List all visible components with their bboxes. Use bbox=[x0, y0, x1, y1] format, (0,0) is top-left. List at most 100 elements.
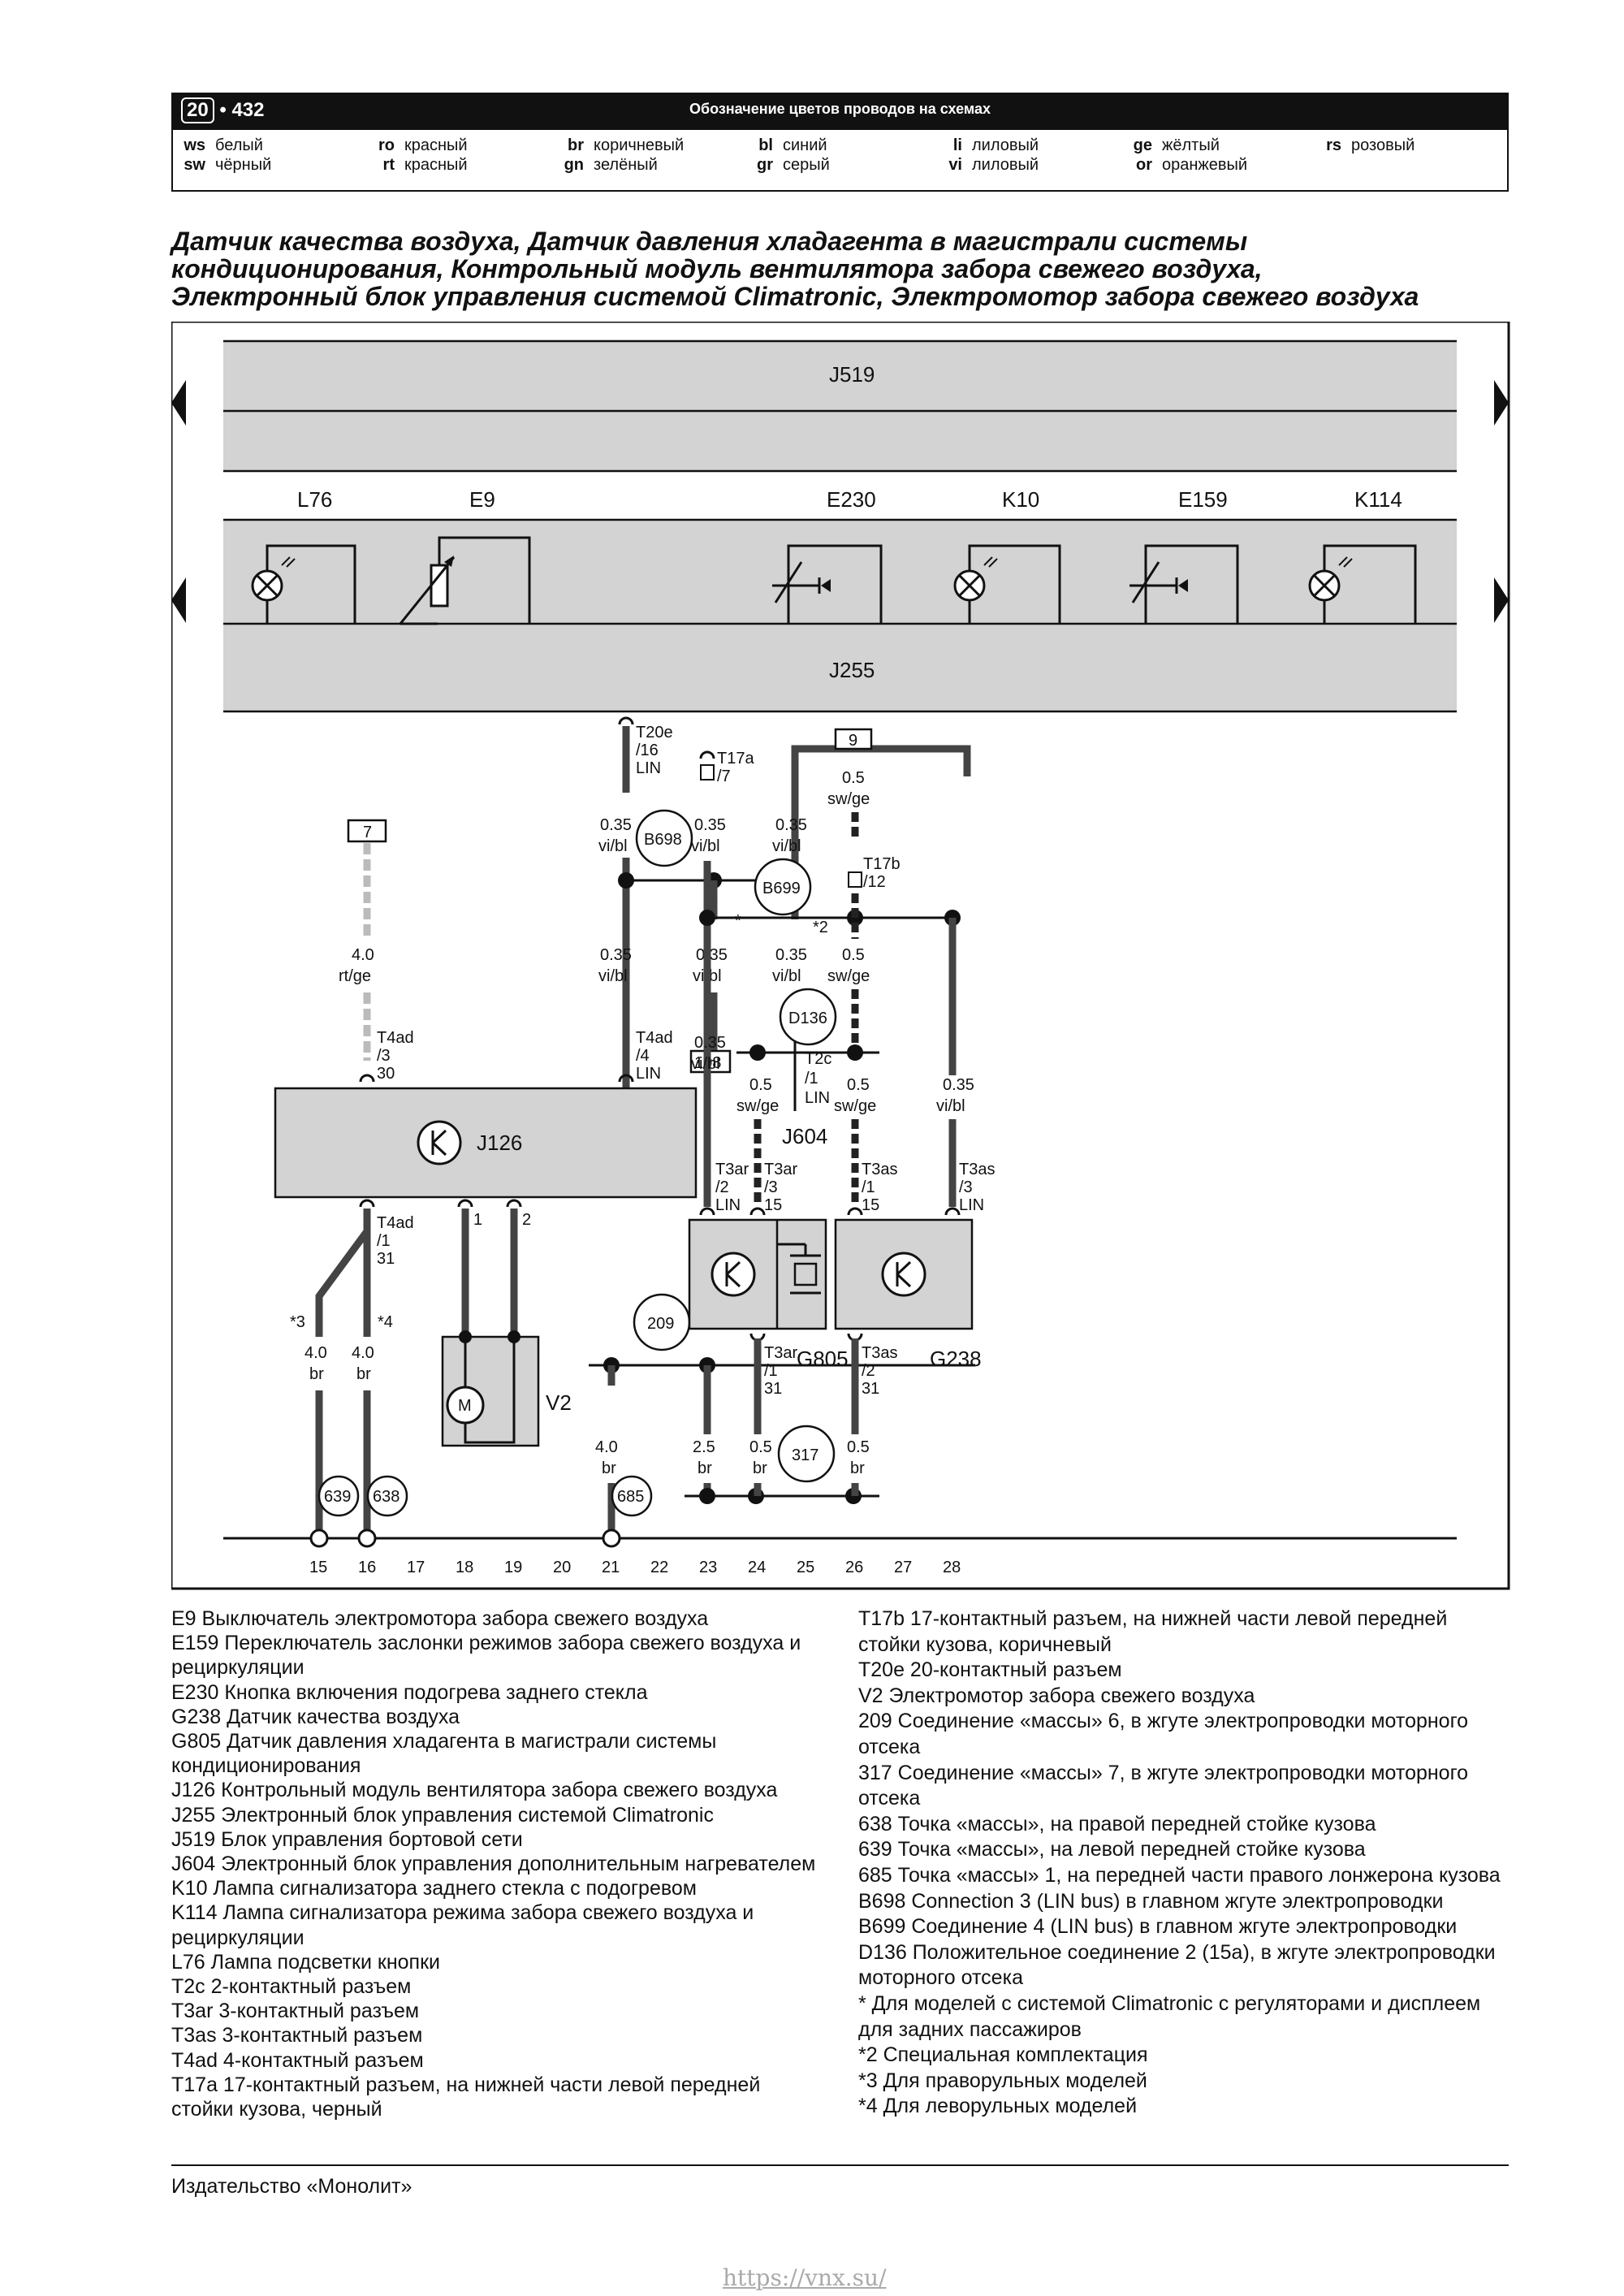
color-name: лиловый bbox=[972, 156, 1039, 174]
label-t3ar2: T3ar bbox=[715, 1161, 749, 1178]
color-code: gr bbox=[757, 156, 773, 174]
label-t3as3-pin: /3 bbox=[959, 1178, 973, 1196]
wire-size: 4.0 bbox=[352, 946, 374, 964]
color-name: зелёный bbox=[594, 156, 658, 174]
legend-item: *4 Для леворульных моделей bbox=[858, 2095, 1138, 2118]
legend-item: T3as 3-контактный разъем bbox=[171, 2024, 423, 2047]
legend-item: J255 Электронный блок управления системо… bbox=[171, 1803, 714, 1827]
wire-color: br bbox=[356, 1365, 371, 1383]
legend-item: J126 Контрольный модуль вентилятора забо… bbox=[171, 1779, 778, 1802]
label-t4ad4-pin: /4 bbox=[636, 1047, 650, 1065]
label-t3as2: T3as bbox=[862, 1344, 897, 1362]
label-v2: V2 bbox=[546, 1390, 572, 1415]
wire-size: 0.5 bbox=[847, 1438, 870, 1456]
wire-size: 0.5 bbox=[847, 1076, 870, 1094]
label-e230: E230 bbox=[827, 487, 876, 512]
label-pin-1: 1 bbox=[473, 1211, 482, 1229]
label-t3ar2-pin: /2 bbox=[715, 1178, 729, 1196]
legend-item: J519 Блок управления бортовой сети bbox=[171, 1827, 523, 1851]
label-t3as3-lin: LIN bbox=[959, 1196, 984, 1214]
label-t3ar3: T3ar bbox=[764, 1161, 797, 1178]
grid-number: 26 bbox=[845, 1559, 863, 1576]
legend-item: T4ad 4-контактный разъем bbox=[171, 2048, 424, 2072]
button-e230-icon bbox=[772, 544, 883, 624]
legend-item: L76 Лампа подсветки кнопки bbox=[171, 1950, 440, 1974]
label-d136: D136 bbox=[788, 1010, 827, 1027]
watermark-url: https://vnx.su/ bbox=[723, 2264, 887, 2291]
wire-color: sw/ge bbox=[827, 790, 870, 808]
label-g238: G238 bbox=[930, 1347, 982, 1371]
color-code: gn bbox=[564, 156, 584, 174]
legend-item: * Для моделей с системой Climatronic с р… bbox=[858, 1991, 1481, 2041]
unit-j519: J519 bbox=[223, 339, 1457, 473]
color-name: красный bbox=[404, 156, 468, 174]
connection-b698 bbox=[635, 809, 693, 867]
pressure-sensor-icon bbox=[793, 1262, 818, 1286]
footnote-marker: *3 bbox=[290, 1313, 305, 1331]
label-639: 639 bbox=[324, 1488, 351, 1506]
color-name: серый bbox=[783, 156, 830, 174]
label-t17a: T17a bbox=[717, 750, 754, 767]
label-e9: E9 bbox=[469, 487, 495, 512]
wire-color: vi/bl bbox=[772, 967, 801, 985]
grid-number: 17 bbox=[407, 1559, 425, 1576]
label-t2c-pin: /1 bbox=[805, 1070, 818, 1087]
bullet: • bbox=[219, 99, 227, 121]
wire-color: sw/ge bbox=[834, 1097, 876, 1115]
legend-left: E9 Выключатель электромотора забора свеж… bbox=[171, 1606, 821, 2121]
legend-item: 638 Точка «массы», на правой передней ст… bbox=[858, 1812, 1376, 1836]
label-t3ar3-15: 15 bbox=[764, 1196, 782, 1214]
ground-685 bbox=[611, 1475, 653, 1517]
footnote-marker: *2 bbox=[813, 919, 828, 936]
ground-639 bbox=[317, 1475, 360, 1517]
page-number-value: 432 bbox=[231, 99, 265, 121]
label-j604: J604 bbox=[782, 1124, 827, 1148]
grid-number: 27 bbox=[894, 1559, 912, 1576]
wire-color: br bbox=[602, 1459, 616, 1477]
color-code: ge bbox=[1133, 136, 1152, 154]
color-code: rs bbox=[1326, 136, 1341, 154]
label-t4ad1-pin: /1 bbox=[377, 1232, 391, 1250]
legend-item: B699 Соединение 4 (LIN bus) в главном жг… bbox=[858, 1915, 1458, 1939]
wire-size: 4.0 bbox=[352, 1344, 374, 1362]
color-name: коричневый bbox=[594, 136, 685, 154]
color-code: or bbox=[1136, 156, 1152, 174]
color-name: синий bbox=[783, 136, 827, 154]
label-t4ad3-pin: /3 bbox=[377, 1047, 391, 1065]
wire-size: 0.5 bbox=[749, 1438, 772, 1456]
lamp-k10-icon bbox=[953, 544, 1061, 624]
page-header: 20 • 432 Обозначение цветов проводов на … bbox=[171, 93, 1509, 193]
wire-size: 4.0 bbox=[595, 1438, 618, 1456]
label-t3as2-31: 31 bbox=[862, 1380, 879, 1398]
label-t3as3: T3as bbox=[959, 1161, 995, 1178]
label-b699: B699 bbox=[762, 880, 801, 897]
reference-7 bbox=[347, 819, 387, 843]
legend-item: K10 Лампа сигнализатора заднего стекла с… bbox=[171, 1877, 697, 1900]
grid-number: 24 bbox=[748, 1559, 766, 1576]
motor-icon bbox=[446, 1386, 485, 1425]
wiring-diagram: .frame { fill: none; stroke: #111; strok… bbox=[171, 322, 1510, 1590]
color-name: красный bbox=[404, 136, 468, 154]
legend-item: D136 Положительное соединение 2 (15a), в… bbox=[858, 1940, 1496, 1990]
control-module-icon bbox=[417, 1120, 462, 1165]
title-line: Электронный блок управления системой Cli… bbox=[171, 282, 1419, 311]
button-e159-icon bbox=[1129, 544, 1239, 624]
wire-size: 4.0 bbox=[304, 1344, 327, 1362]
wire-color: vi/bl bbox=[772, 837, 801, 855]
label-t4ad4: T4ad bbox=[636, 1029, 673, 1047]
page-title: Датчик качества воздуха, Датчик давления… bbox=[171, 227, 1511, 310]
label-t4ad1-31: 31 bbox=[377, 1250, 395, 1268]
label-e159: E159 bbox=[1178, 487, 1228, 512]
grid-number: 23 bbox=[699, 1559, 717, 1576]
legend-item: *3 Для праворульных моделей bbox=[858, 2069, 1147, 2092]
color-code: vi bbox=[948, 156, 962, 174]
legend-item: 639 Точка «массы», на левой передней сто… bbox=[858, 1838, 1366, 1861]
label-j519: J519 bbox=[829, 362, 875, 387]
label-t3as1-pin: /1 bbox=[862, 1178, 875, 1196]
label-t3as2-pin: /2 bbox=[862, 1362, 875, 1380]
label-k114: K114 bbox=[1354, 487, 1402, 512]
color-code: br bbox=[568, 136, 584, 154]
label-t20e: T20e bbox=[636, 724, 673, 742]
